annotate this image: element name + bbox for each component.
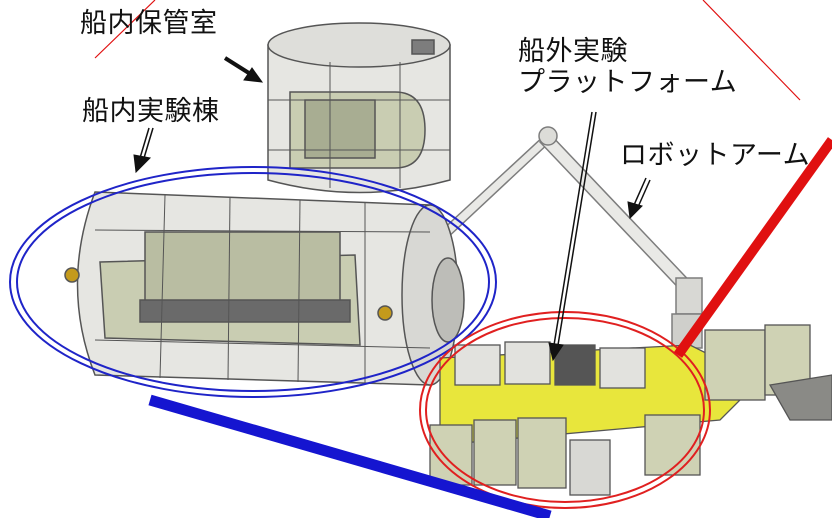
exposed-facility-arrow	[548, 111, 597, 362]
robot-arm	[439, 126, 703, 349]
label-arrows	[133, 56, 651, 362]
pressurized-module-outline	[9, 166, 497, 398]
exposed-facility-label: 船外実験 プラットフォーム	[518, 36, 737, 98]
red-thin-line-top-left	[94, 0, 156, 59]
pressurized-module-arrow	[133, 127, 154, 174]
storage-module	[267, 22, 451, 194]
exposed-facility-label-line2: プラットフォーム	[518, 67, 738, 99]
pressurized-module-label: 船内実験棟	[82, 96, 220, 127]
pressurized-module	[64, 191, 465, 386]
storage-arrow	[223, 56, 264, 83]
exposed-facility	[429, 324, 832, 496]
red-thick-stroke	[673, 137, 832, 358]
exposed-facility-label-line1: 船外実験	[518, 36, 628, 67]
storage-module-label: 船内保管室	[80, 8, 218, 39]
red-thin-line-top-right	[702, 0, 801, 101]
exposed-facility-outline	[419, 311, 711, 509]
robot-arm-arrow	[627, 177, 651, 220]
blue-thick-stroke	[148, 394, 552, 518]
robot-arm-label: ロボットアーム	[620, 140, 811, 171]
